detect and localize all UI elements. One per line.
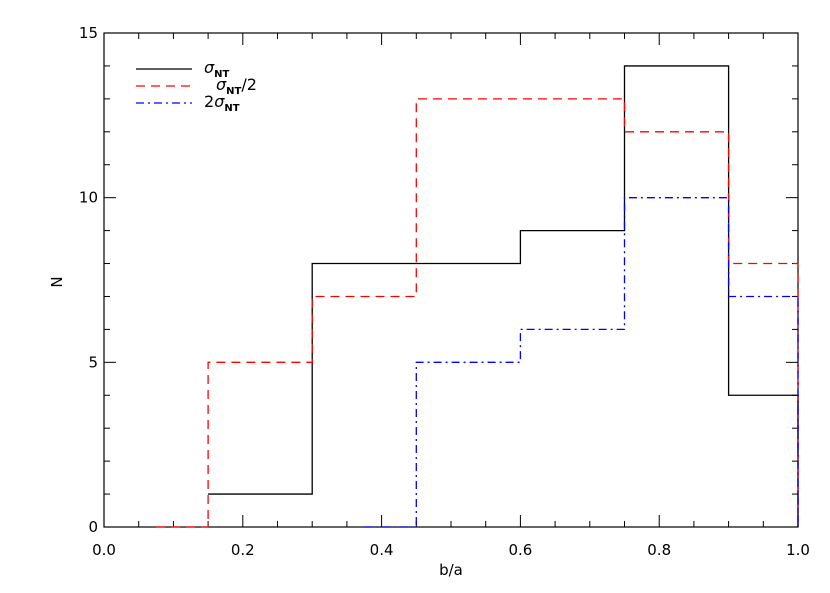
- x-axis-label: b/a: [439, 561, 463, 579]
- axis-tick-labels: 0.0 0.2 0.4 0.6 0.8 1.0 0 5 10 15: [79, 24, 810, 559]
- series-line-2: [364, 197, 799, 528]
- y-tick-label: 10: [79, 189, 98, 207]
- y-axis-label: N: [48, 276, 66, 287]
- x-tick-label: 1.0: [786, 541, 810, 559]
- y-tick-label: 15: [79, 24, 98, 42]
- x-tick-label: 0.4: [370, 541, 394, 559]
- y-tick-label: 0: [88, 518, 98, 536]
- x-tick-label: 0.8: [647, 541, 671, 559]
- data-series: [156, 65, 799, 528]
- x-tick-label: 0.0: [92, 541, 116, 559]
- y-tick-label: 5: [88, 353, 98, 371]
- x-tick-label: 0.6: [508, 541, 532, 559]
- x-tick-label: 0.2: [231, 541, 255, 559]
- axis-ticks: [103, 32, 799, 528]
- series-line-0: [208, 65, 799, 527]
- legend-label-0: σNT: [204, 58, 230, 80]
- legend-label-1: σNT/2: [216, 75, 257, 97]
- legend-label-2: 2σNT: [204, 92, 240, 114]
- series-line-1: [156, 98, 799, 528]
